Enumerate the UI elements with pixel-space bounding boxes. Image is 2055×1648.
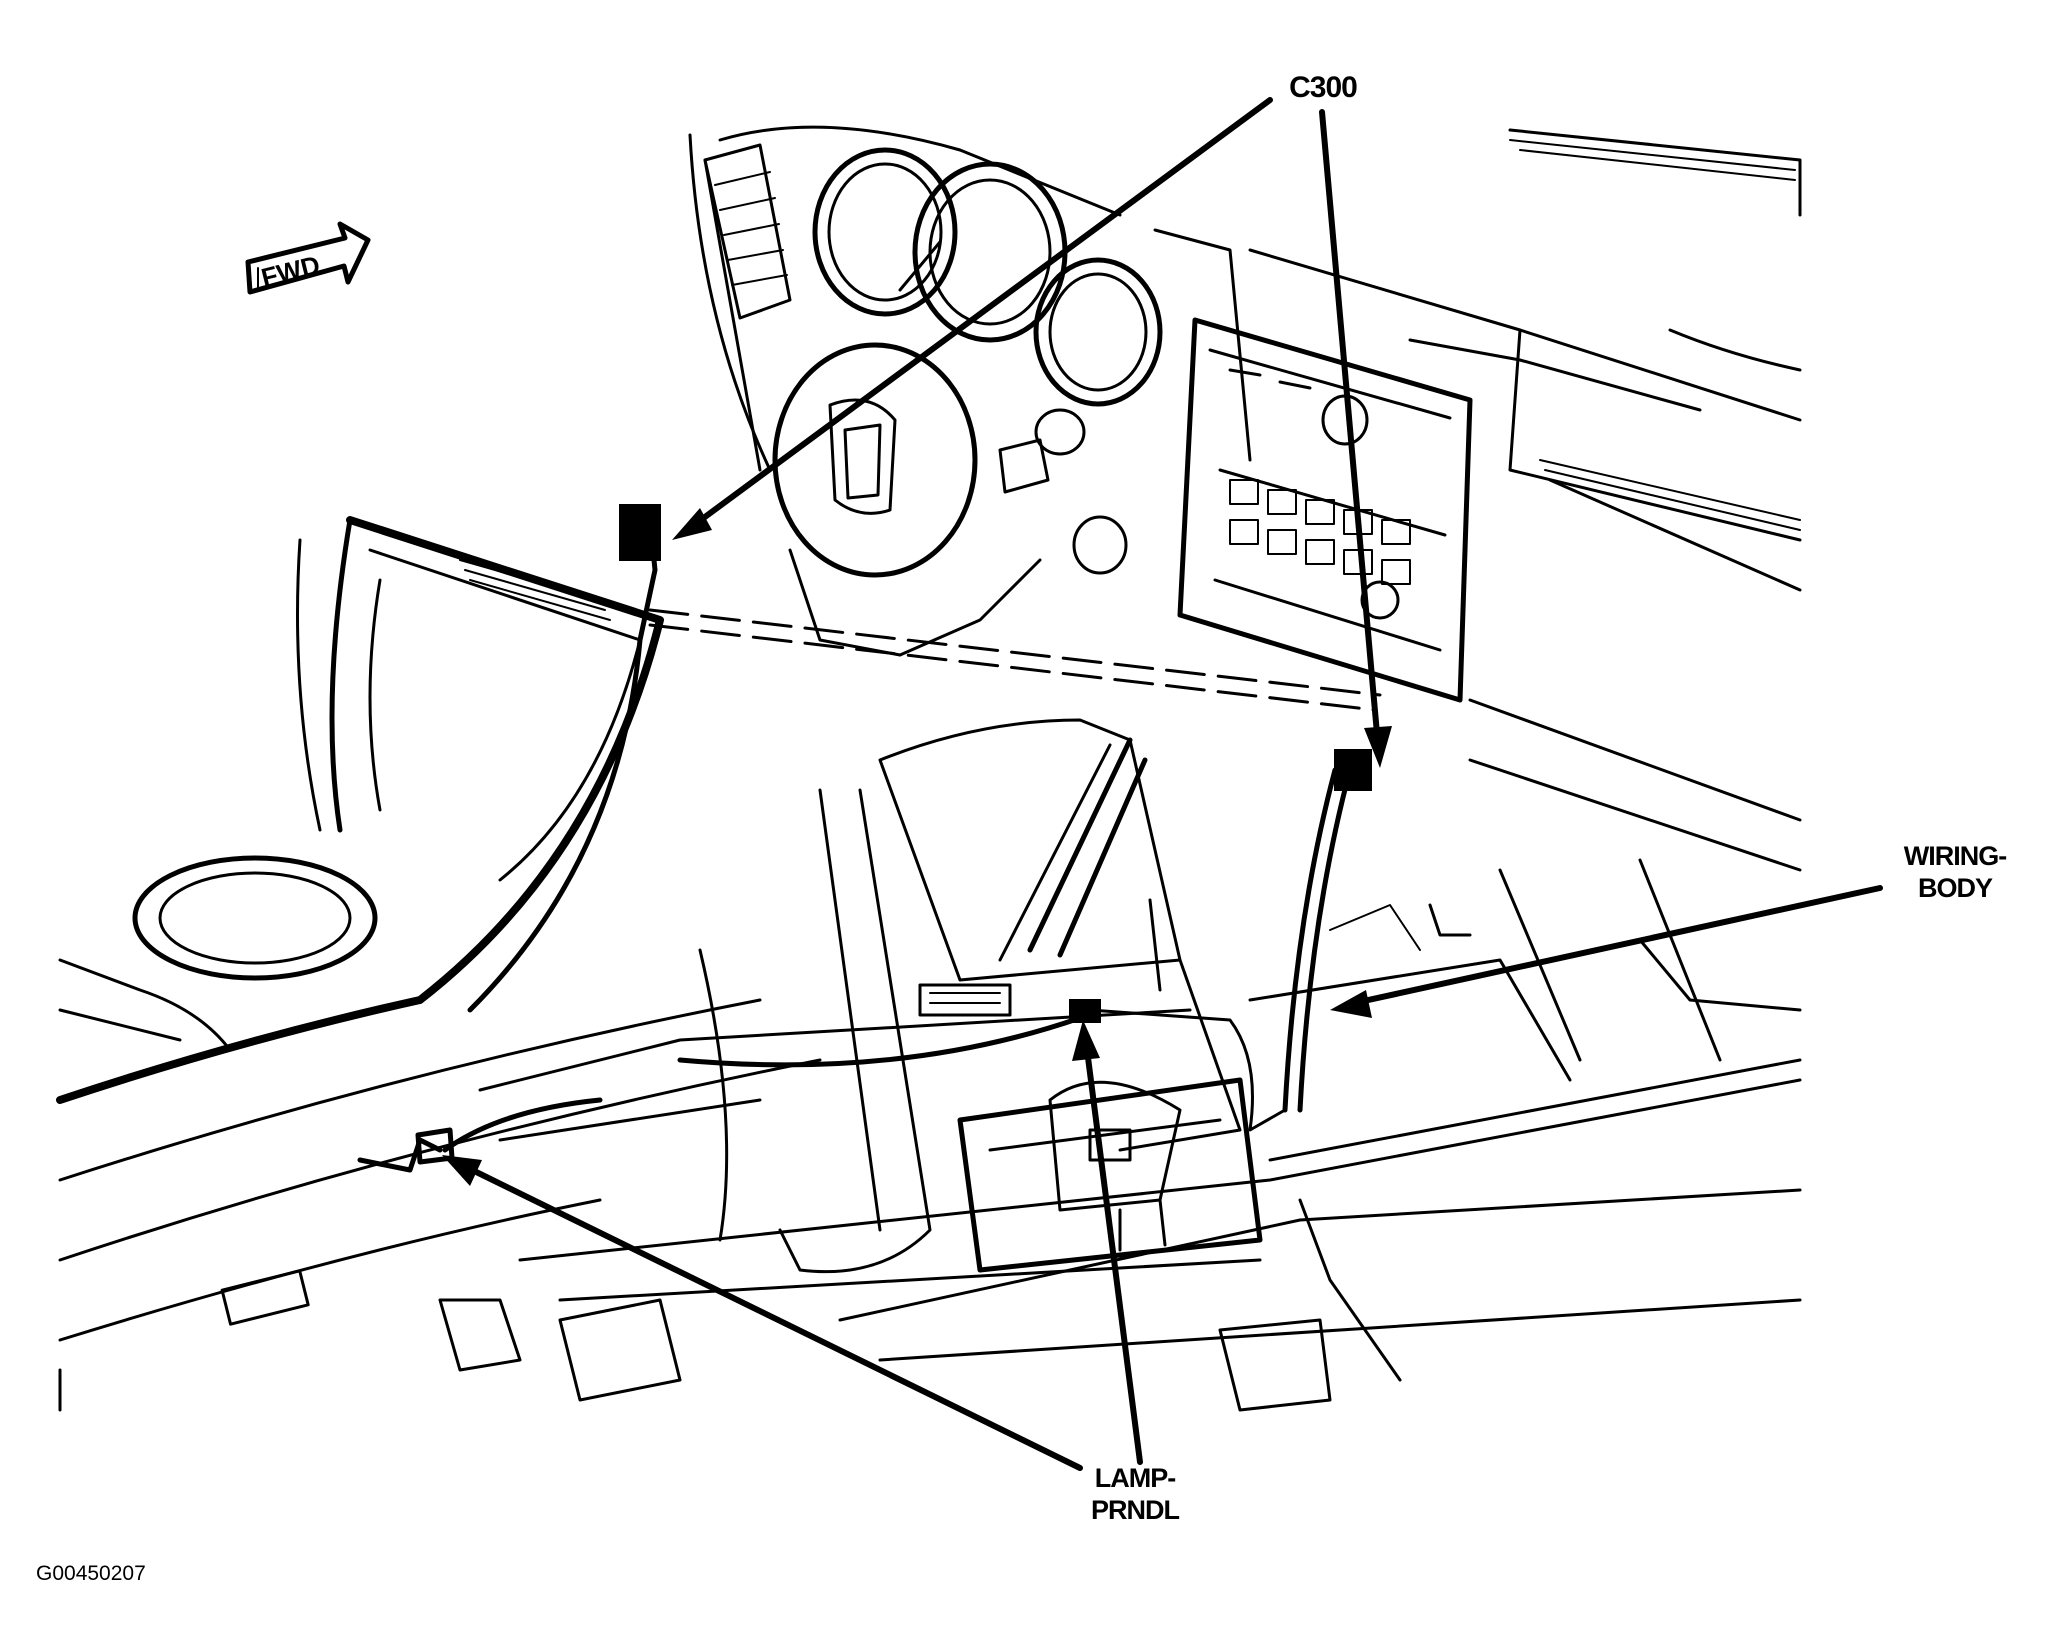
figure-id: G00450207: [36, 1562, 146, 1585]
callout-c300-left-leader: [672, 97, 1273, 540]
lamp-prndl-label-line-1: LAMP-: [1094, 1463, 1176, 1493]
c300-label-text: C300: [1289, 71, 1358, 104]
callout-lamp-prndl-leader-2: [442, 1155, 1083, 1471]
steering-column: [772, 342, 1086, 657]
callout-label-c300: C300: [1268, 72, 1378, 104]
wiring-harness: [357, 504, 1472, 1173]
lamp-prndl-label-line-2: PRNDL: [1091, 1495, 1180, 1525]
callout-label-wiring-body: WIRING- BODY: [1880, 840, 2030, 904]
instrument-cluster: [688, 125, 1252, 472]
left-air-vent: [703, 143, 792, 320]
wiring-body-label-line-2: BODY: [1917, 873, 1993, 903]
center-console-trim: [56, 516, 822, 1342]
center-stack: [1072, 317, 1473, 703]
floor-pan: [58, 938, 1802, 1412]
floor-console: [698, 718, 1263, 1274]
callout-label-lamp-prndl: LAMP- PRNDL: [1060, 1462, 1210, 1526]
callout-c300-right-leader: [1319, 109, 1392, 768]
callout-lamp-prndl-leader-1: [1072, 1020, 1143, 1465]
wiring-body-label-line-1: WIRING-: [1903, 841, 2007, 871]
callout-wiring-body-leader: [1330, 885, 1883, 1018]
fwd-arrow-icon: FWD: [245, 221, 371, 295]
